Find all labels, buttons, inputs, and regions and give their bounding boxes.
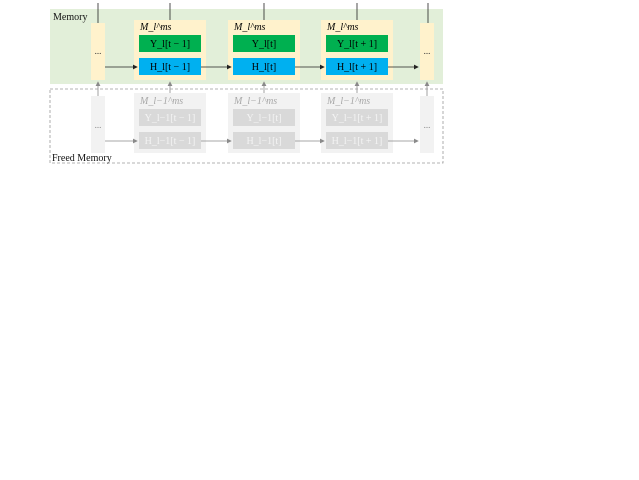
h-cell-label: H_l[t − 1] <box>150 62 190 73</box>
freed-y-cell-label: Y_l−1[t] <box>246 113 281 124</box>
freed-y-cell <box>139 109 201 126</box>
freed-block-t-minus-1: M_l−1^ms Y_l−1[t − 1] H_l−1[t − 1] <box>134 93 206 153</box>
h-cell <box>326 58 388 75</box>
memory-label: Memory <box>53 12 87 23</box>
freed-block-t-plus-1: M_l−1^ms Y_l−1[t + 1] H_l−1[t + 1] <box>321 93 393 153</box>
freed-memory-region <box>49 88 444 164</box>
memory-ellipsis-right <box>420 23 434 80</box>
memory-ellipsis-right-text: ... <box>424 46 431 56</box>
h-cell <box>233 58 295 75</box>
freed-ellipsis-right-text: ... <box>424 120 431 130</box>
y-cell <box>139 35 201 52</box>
freed-h-cell-label: H_l−1[t − 1] <box>145 136 196 147</box>
freed-y-cell <box>233 109 295 126</box>
freed-h-cell-label: H_l−1[t + 1] <box>332 136 383 147</box>
freed-y-cell-label: Y_l−1[t + 1] <box>332 113 383 124</box>
y-cell-label: Y_l[t − 1] <box>150 39 190 50</box>
memory-block-header: M_l^ms <box>233 22 266 33</box>
freed-y-cell-label: Y_l−1[t − 1] <box>145 113 196 124</box>
y-cell-label: Y_l[t] <box>252 39 276 50</box>
memory-block-t-minus-1: M_l^ms Y_l[t − 1] H_l[t − 1] <box>134 20 206 80</box>
freed-ellipsis-right <box>420 96 434 153</box>
h-cell <box>139 58 201 75</box>
freed-h-cell-label: H_l−1[t] <box>246 136 281 147</box>
freed-ellipsis-left <box>91 96 105 153</box>
freed-memory-label: Freed Memory <box>52 153 112 164</box>
y-cell-label: Y_l[t + 1] <box>337 39 377 50</box>
memory-ellipsis-left <box>91 23 105 80</box>
memory-block-header: M_l^ms <box>326 22 359 33</box>
freed-h-cell <box>139 132 201 149</box>
freed-ellipsis-left-text: ... <box>95 120 102 130</box>
h-cell-label: H_l[t + 1] <box>337 62 377 73</box>
freed-y-cell <box>326 109 388 126</box>
y-cell <box>326 35 388 52</box>
memory-ellipsis-left-text: ... <box>95 46 102 56</box>
freed-h-cell <box>326 132 388 149</box>
memory-block-t: M_l^ms Y_l[t] H_l[t] <box>228 20 300 80</box>
y-cell <box>233 35 295 52</box>
memory-block-header: M_l^ms <box>139 22 172 33</box>
freed-h-cell <box>233 132 295 149</box>
freed-block-header: M_l−1^ms <box>139 96 183 107</box>
freed-block-header: M_l−1^ms <box>326 96 370 107</box>
freed-block-header: M_l−1^ms <box>233 96 277 107</box>
memory-block-t-plus-1: M_l^ms Y_l[t + 1] H_l[t + 1] <box>321 20 393 80</box>
freed-block-t: M_l−1^ms Y_l−1[t] H_l−1[t] <box>228 93 300 153</box>
h-cell-label: H_l[t] <box>252 62 276 73</box>
